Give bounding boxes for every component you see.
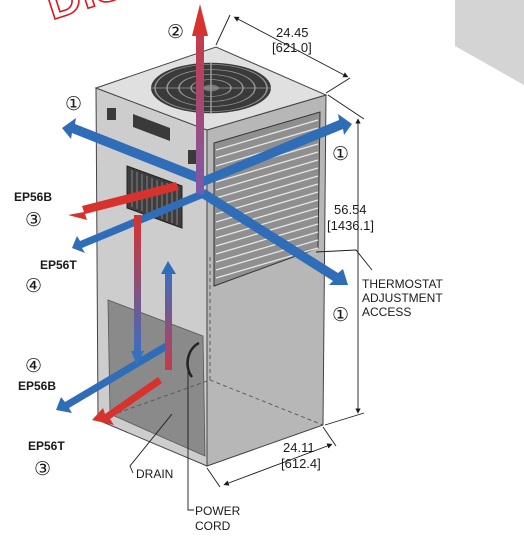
- depth-dimension-line: [233, 16, 349, 78]
- thermostat-label-line3: ACCESS: [362, 305, 411, 319]
- supply-air-riser-head: [131, 351, 144, 365]
- supply-air-riser: [134, 215, 141, 353]
- power-cord-label-line2: CORD: [195, 519, 231, 533]
- depth-extension-2: [325, 77, 351, 94]
- model-label-ep56t-upper: EP56T: [40, 258, 77, 272]
- front-vent-grille: [126, 165, 183, 229]
- return-air-riser: [165, 272, 172, 370]
- hot-air-top-shaft: [196, 34, 204, 194]
- thermostat-leader: [315, 249, 373, 271]
- marker-1-right: ①: [332, 144, 349, 165]
- width-extension-2: [322, 426, 337, 447]
- fan-guard: [151, 62, 271, 114]
- hot-air-inlet-upper: [68, 182, 179, 220]
- marker-3-upper: ③: [25, 210, 42, 231]
- width-dimension-line: [223, 443, 333, 486]
- marker-4-upper: ④: [25, 276, 42, 297]
- thermostat-label-line1: THERMOSTAT: [362, 277, 444, 291]
- power-cord: [186, 341, 200, 378]
- cold-air-arrows: [56, 114, 352, 413]
- depth-mm: [621.0]: [272, 40, 312, 55]
- front-cutout-right: [188, 150, 197, 164]
- drain-leader: [129, 413, 173, 474]
- marker-1-lower-right: ①: [332, 305, 349, 326]
- watermark-text: DISC: [39, 0, 164, 30]
- front-cutout-label: [133, 114, 170, 141]
- marker-1-left: ①: [65, 94, 82, 115]
- model-label-ep56b-lower: EP56B: [18, 379, 56, 393]
- model-label-ep56t-lower: EP56T: [28, 439, 65, 453]
- width-extension-1: [206, 467, 221, 488]
- front-cutout-left: [107, 108, 116, 120]
- drain-label: DRAIN: [136, 467, 173, 481]
- height-extension-bottom: [324, 412, 365, 426]
- width-mm: [612.4]: [281, 456, 321, 471]
- cold-air-inlet-right: [200, 114, 352, 186]
- thermostat-label-line2: ADJUSTMENT: [362, 291, 443, 305]
- height-extension-top: [327, 94, 365, 120]
- marker-4-lower: ④: [25, 356, 42, 377]
- power-cord-label-line1: POWER: [195, 504, 241, 518]
- height-mm: [1436.1]: [327, 218, 374, 233]
- width-inches: 24.11: [283, 440, 315, 455]
- hot-air-arrows: [68, 4, 208, 425]
- marker-2-top: ②: [167, 22, 184, 43]
- depth-inches: 24.45: [276, 25, 309, 40]
- hidden-edges: [97, 255, 324, 426]
- dimension-lines: [129, 14, 373, 511]
- background-box: [455, 0, 524, 85]
- power-cord-leader: [187, 372, 194, 511]
- hot-air-top-outlet: [192, 4, 208, 36]
- model-label-ep56b-upper: EP56B: [14, 190, 52, 204]
- depth-extension-1: [215, 14, 231, 46]
- return-air-riser-head: [161, 261, 176, 274]
- hot-air-inlet-lower: [92, 377, 162, 425]
- cold-air-inlet-left: [62, 118, 202, 183]
- cold-air-outlet-lower: [56, 341, 172, 413]
- cold-air-inlet-lower-right: [200, 189, 348, 285]
- height-inches: 56.54: [334, 202, 367, 217]
- marker-3-lower: ③: [34, 459, 51, 480]
